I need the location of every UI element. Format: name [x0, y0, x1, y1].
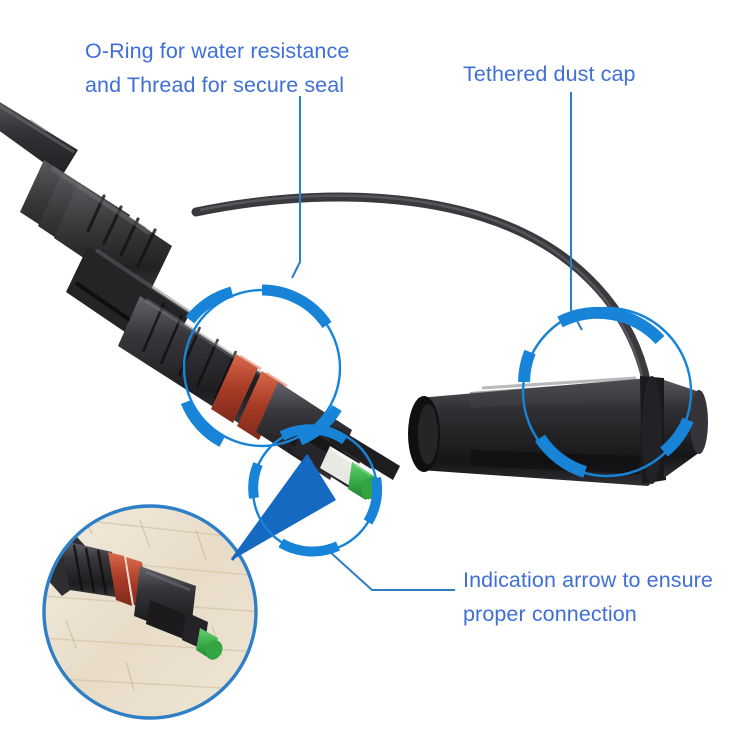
cone-pointer-icon — [232, 455, 336, 560]
callout-dustcap: Tethered dust cap — [463, 57, 636, 91]
callout-dustcap-line1: Tethered dust cap — [463, 62, 636, 86]
oring-highlight-ring — [180, 284, 342, 448]
callout-arrow-line1: Indication arrow to ensure — [463, 568, 713, 592]
dustcap-highlight-ring — [518, 306, 694, 478]
tether-cable — [191, 192, 655, 409]
leader-lines — [291, 92, 583, 592]
cone-edge — [230, 454, 310, 561]
callout-oring-line2: and Thread for secure seal — [85, 73, 345, 97]
callout-oring-line1: O-Ring for water resistance — [85, 39, 350, 63]
callout-oring: O-Ring for water resistance and Thread f… — [85, 34, 349, 102]
strain-relief-boot — [20, 160, 172, 300]
o-ring-seals — [211, 354, 288, 440]
main-cable — [0, 102, 78, 176]
callout-arrow: Indication arrow to ensure proper connec… — [463, 563, 713, 631]
dust-cap-body — [408, 376, 708, 486]
callout-arrow-line2: proper connection — [463, 602, 637, 626]
arrow-highlight-ring — [248, 424, 383, 557]
